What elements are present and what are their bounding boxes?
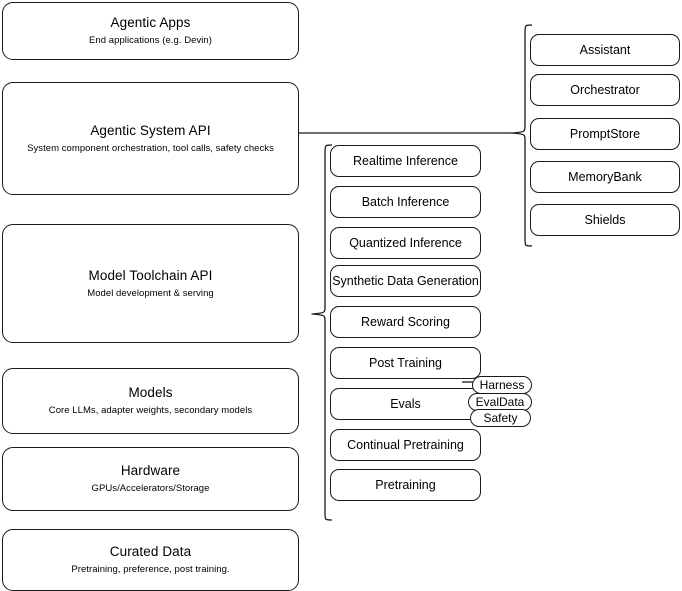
toolchain-component-quantized-inference[interactable]: Quantized Inference (330, 227, 481, 259)
layer-model-toolchain-api[interactable]: Model Toolchain API Model development & … (2, 224, 299, 343)
toolchain-component-pretraining[interactable]: Pretraining (330, 469, 481, 501)
system-component-memorybank[interactable]: MemoryBank (530, 161, 680, 193)
system-component-assistant[interactable]: Assistant (530, 34, 680, 66)
leaf-label: Synthetic Data Generation (332, 274, 479, 288)
layer-agentic-apps[interactable]: Agentic Apps End applications (e.g. Devi… (2, 2, 299, 60)
layer-subtitle: Core LLMs, adapter weights, secondary mo… (48, 405, 253, 416)
leaf-label: MemoryBank (568, 170, 642, 184)
layer-subtitle: System component orchestration, tool cal… (27, 142, 274, 154)
leaf-label: Reward Scoring (361, 315, 450, 329)
layer-title: Hardware (120, 463, 181, 478)
layer-title: Models (128, 385, 173, 400)
leaf-label: Shields (584, 213, 626, 227)
leaf-label: Quantized Inference (349, 236, 462, 250)
connector-system-api-line (299, 126, 514, 142)
layer-hardware[interactable]: Hardware GPUs/Accelerators/Storage (2, 447, 299, 511)
pill-label: EvalData (475, 395, 525, 409)
evals-subcomponent-safety[interactable]: Safety (470, 409, 531, 427)
leaf-label: PromptStore (569, 127, 641, 141)
system-component-shields[interactable]: Shields (530, 204, 680, 236)
layer-title: Agentic System API (90, 122, 211, 138)
leaf-label: Pretraining (375, 478, 436, 492)
pill-label: Safety (483, 411, 518, 425)
layer-title: Model Toolchain API (88, 267, 213, 283)
leaf-label: Post Training (369, 356, 442, 370)
layer-subtitle: Pretraining, preference, post training. (71, 564, 230, 575)
system-component-orchestrator[interactable]: Orchestrator (530, 74, 680, 106)
layer-agentic-system-api[interactable]: Agentic System API System component orch… (2, 82, 299, 195)
layer-subtitle: End applications (e.g. Devin) (89, 35, 212, 46)
toolchain-component-batch-inference[interactable]: Batch Inference (330, 186, 481, 218)
pill-label: Harness (479, 378, 525, 392)
leaf-label: Continual Pretraining (347, 438, 464, 452)
layer-models[interactable]: Models Core LLMs, adapter weights, secon… (2, 368, 299, 434)
leaf-label: Batch Inference (361, 195, 450, 209)
layer-subtitle: GPUs/Accelerators/Storage (91, 483, 210, 494)
leaf-label: Assistant (579, 43, 631, 57)
layer-title: Agentic Apps (110, 15, 191, 30)
system-component-promptstore[interactable]: PromptStore (530, 118, 680, 150)
toolchain-component-continual-pretraining[interactable]: Continual Pretraining (330, 429, 481, 461)
leaf-label: Evals (390, 397, 421, 411)
leaf-label: Orchestrator (570, 83, 640, 97)
toolchain-component-reward-scoring[interactable]: Reward Scoring (330, 306, 481, 338)
toolchain-component-post-training[interactable]: Post Training (330, 347, 481, 379)
toolchain-component-evals[interactable]: Evals (330, 388, 481, 420)
layer-curated-data[interactable]: Curated Data Pretraining, preference, po… (2, 529, 299, 591)
toolchain-component-synthetic-data-generation[interactable]: Synthetic Data Generation (330, 265, 481, 297)
leaf-label: Realtime Inference (353, 154, 458, 168)
layer-subtitle: Model development & serving (87, 287, 214, 299)
toolchain-component-realtime-inference[interactable]: Realtime Inference (330, 145, 481, 177)
layer-title: Curated Data (109, 544, 192, 559)
evals-subcomponent-harness[interactable]: Harness (472, 376, 532, 394)
